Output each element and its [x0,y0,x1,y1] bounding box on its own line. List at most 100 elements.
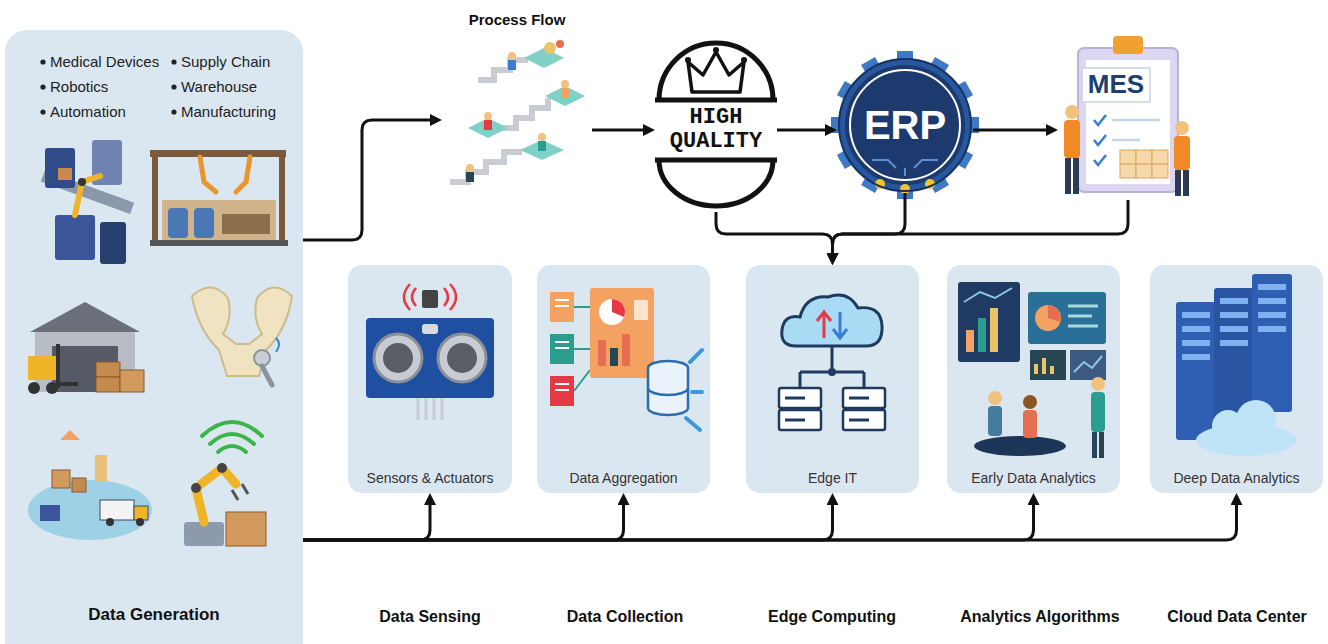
ultrasonic-sensor [422,324,438,334]
source-panel: Medical DevicesSupply ChainRoboticsWareh… [5,30,303,644]
dashboard-team-icon [1030,350,1066,380]
edge-server-icon [800,346,864,388]
aggregation-icon [648,368,688,415]
aggregation-icon [555,300,569,390]
dashboard-team-icon [988,406,1002,436]
mes-clipboard [1082,68,1150,102]
stage-box: Edge IT [746,265,919,493]
ultrasonic-sensor [374,334,422,382]
bullet-dots [40,109,45,114]
dashboard-team-icon [1074,356,1102,372]
warehouse-icon [56,344,60,388]
process-flow-illustration [520,140,564,160]
dashboard-team-icon [1023,410,1037,438]
erp-gear [831,51,979,199]
ultrasonic-sensor [366,284,494,420]
mes-clipboard [1064,36,1190,196]
mes-clipboard [1073,158,1079,194]
dashboard-team-icon [1070,350,1106,380]
logistics-icon [60,430,80,440]
logistics-icon [134,506,148,520]
logistics-icon [28,430,152,540]
robot-line-icon [78,178,86,186]
pelvis-implant-icon [192,287,292,376]
bullet-dots [171,59,176,64]
text-slot: Manufacturing [181,103,276,121]
logistics-icon [72,478,86,492]
circle-outline [839,59,971,191]
process-flow-illustration [508,52,516,60]
dashboard-team-icon [1091,377,1105,391]
robot-line-icon [45,148,75,188]
dashboard-team-icon [990,308,998,352]
aggregation-icon [648,388,688,395]
erp-gear [900,184,910,194]
dashboard-team-icon [974,436,1066,456]
dashboard-team-icon [978,318,986,352]
mes-clipboard [1120,150,1136,164]
flow-arrow [833,193,906,257]
text-slot: Data Generation [88,605,219,625]
badge-text: HIGH QUALITY [664,106,768,154]
text-slot: HIGH QUALITY [664,106,768,154]
board-text: MES [1088,69,1144,100]
process-flow-illustration [466,172,474,182]
pelvis-implant-icon [262,366,272,385]
mes-clipboard [1175,121,1189,135]
list-item: Automation [50,103,126,121]
aggregation-icon [574,307,590,391]
edge-server-icon [817,312,831,338]
warehouse-icon [46,382,58,394]
robot-arm-icon [226,512,266,546]
text-slot: Robotics [50,78,108,96]
mes-clipboard [1175,170,1181,196]
robot-arm-icon [184,422,266,546]
text-slot: Medical Devices [50,53,159,71]
aggregation-icon [550,288,702,430]
stage-box: Sensors & Actuators [348,265,512,493]
aggregation-icon [634,300,648,320]
server-rack-icon [1182,312,1210,318]
box-label: Early Data Analytics [971,470,1096,487]
pelvis-implant-icon [276,338,279,352]
mes-clipboard [1136,164,1152,178]
bullet-dots [40,59,45,64]
logistics-icon [95,455,107,481]
text-slot: Early Data Analytics [971,470,1096,487]
flow-arrow [833,200,1129,257]
ultrasonic-sensor [447,343,477,373]
bullet-dots [171,109,176,114]
server-rack-icon [1258,284,1286,290]
factory-line-icon [222,214,270,234]
stage-caption: Edge Computing [768,607,896,626]
ultrasonic-sensor [422,290,438,308]
warehouse-icon [30,302,140,332]
robot-arm-icon [202,422,262,436]
warehouse-icon [96,377,120,392]
stage-box: Early Data Analytics [947,265,1120,493]
ultrasonic-sensor [438,334,486,382]
process-flow-illustration [478,60,528,80]
robot-line-icon [55,215,95,260]
robot-arm-icon [217,463,227,473]
badge-outline [655,43,777,206]
stage-box: Data Aggregation [537,265,710,493]
server-rack-icon [1220,298,1248,304]
mes-clipboard [1113,36,1143,54]
server-rack-icon [1182,354,1210,360]
ultrasonic-sensor [418,398,442,420]
flow-arrow [592,129,647,132]
mes-clipboard [1065,158,1071,194]
list-item: Medical Devices [50,53,159,71]
text-slot: Warehouse [181,78,257,96]
server-rack-icon [1182,340,1210,346]
flow-arrow [303,501,1034,540]
mes-clipboard [1120,164,1136,178]
process-flow-illustration [508,60,516,70]
flow-arrow [303,120,434,240]
ultrasonic-sensor [444,284,456,310]
panel-grounds [1150,265,1323,493]
robot-line-icon [58,168,72,180]
flow-arrow [303,501,1237,540]
panel-heading: Data Generation [88,605,219,625]
